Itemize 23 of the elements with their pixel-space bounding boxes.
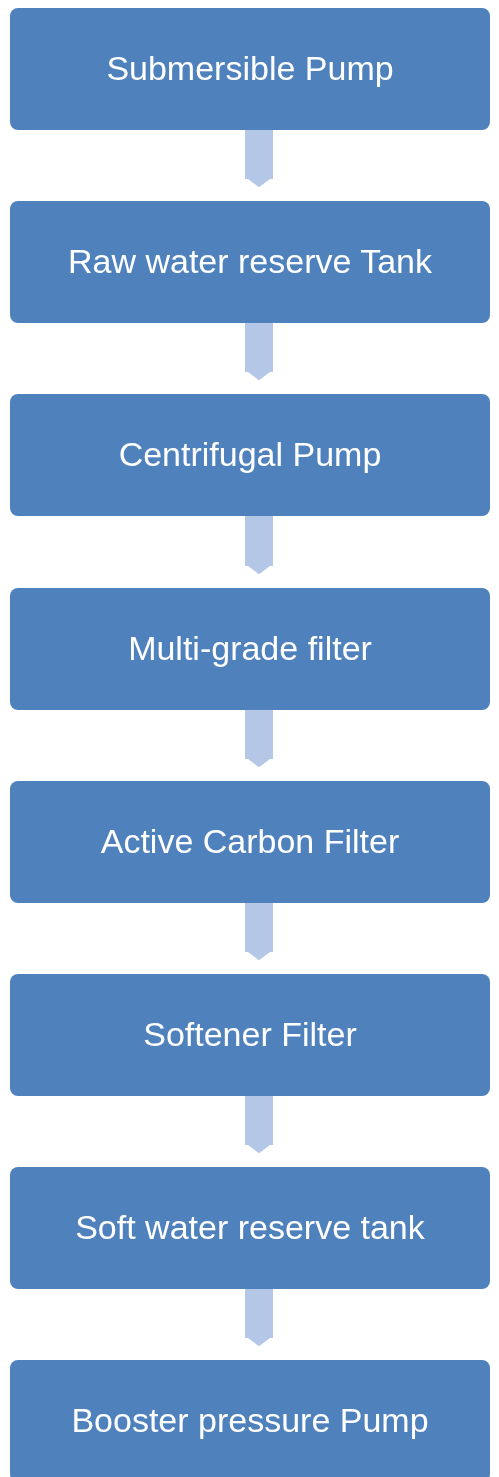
process-label: Centrifugal Pump: [118, 435, 382, 475]
process-label: Submersible Pump: [106, 49, 394, 89]
block-arrow: [245, 323, 273, 381]
process-label: Booster pressure Pump: [71, 1401, 429, 1441]
process-label: Multi-grade filter: [128, 629, 372, 669]
process-box: [10, 8, 490, 130]
block-arrow: [245, 130, 273, 188]
process-box: [10, 781, 490, 903]
process-box: [10, 588, 490, 710]
block-arrow: [245, 1289, 273, 1347]
process-label: Active Carbon Filter: [100, 822, 400, 862]
process-box: [10, 1360, 490, 1477]
block-arrow: [245, 710, 273, 768]
process-label: Softener Filter: [143, 1015, 357, 1055]
process-box: [10, 201, 490, 323]
process-label: Raw water reserve Tank: [67, 242, 433, 282]
process-label: Soft water reserve tank: [75, 1208, 425, 1248]
block-arrow: [245, 516, 273, 575]
process-box: [10, 974, 490, 1096]
process-box: [10, 1167, 490, 1289]
block-arrow: [245, 903, 273, 961]
process-box: [10, 394, 490, 516]
block-arrow: [245, 1096, 273, 1154]
